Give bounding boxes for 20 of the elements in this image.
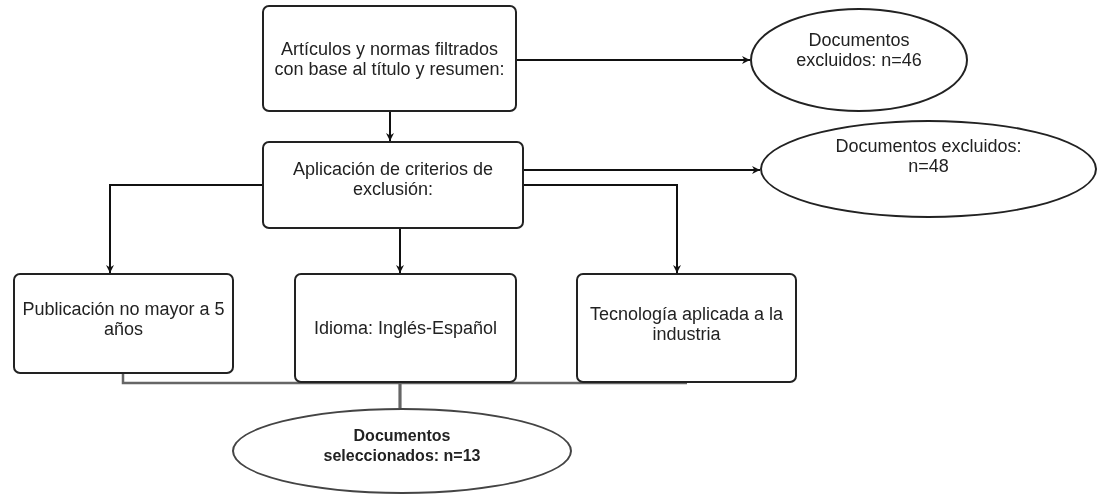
node-text: Publicación no mayor a 5 años — [21, 298, 226, 339]
node-text: Documentos excluidos: n=46 — [795, 30, 923, 70]
process-box — [576, 273, 797, 383]
connector-line — [398, 381, 689, 408]
arrow — [516, 56, 751, 64]
arrow — [386, 111, 394, 142]
node-text: Artículos y normas filtrados con base al título y resumen: — [273, 38, 506, 79]
arrow — [523, 184, 681, 274]
node-text: Aplicación de criterios de exclusión: — [291, 159, 495, 199]
process-box — [262, 141, 524, 229]
node-text: Tecnología aplicada a la industria — [588, 304, 785, 344]
node-text: Documentos excluidos: n=48 — [834, 136, 1023, 176]
arrow — [106, 184, 263, 274]
process-box — [262, 5, 517, 112]
process-box — [13, 273, 234, 374]
node-text: Idioma: Inglés-Español — [313, 318, 498, 338]
arrow — [523, 166, 762, 174]
node-text: Documentos seleccionados: n=13 — [322, 426, 482, 466]
process-box — [294, 273, 517, 383]
arrow — [396, 228, 404, 274]
